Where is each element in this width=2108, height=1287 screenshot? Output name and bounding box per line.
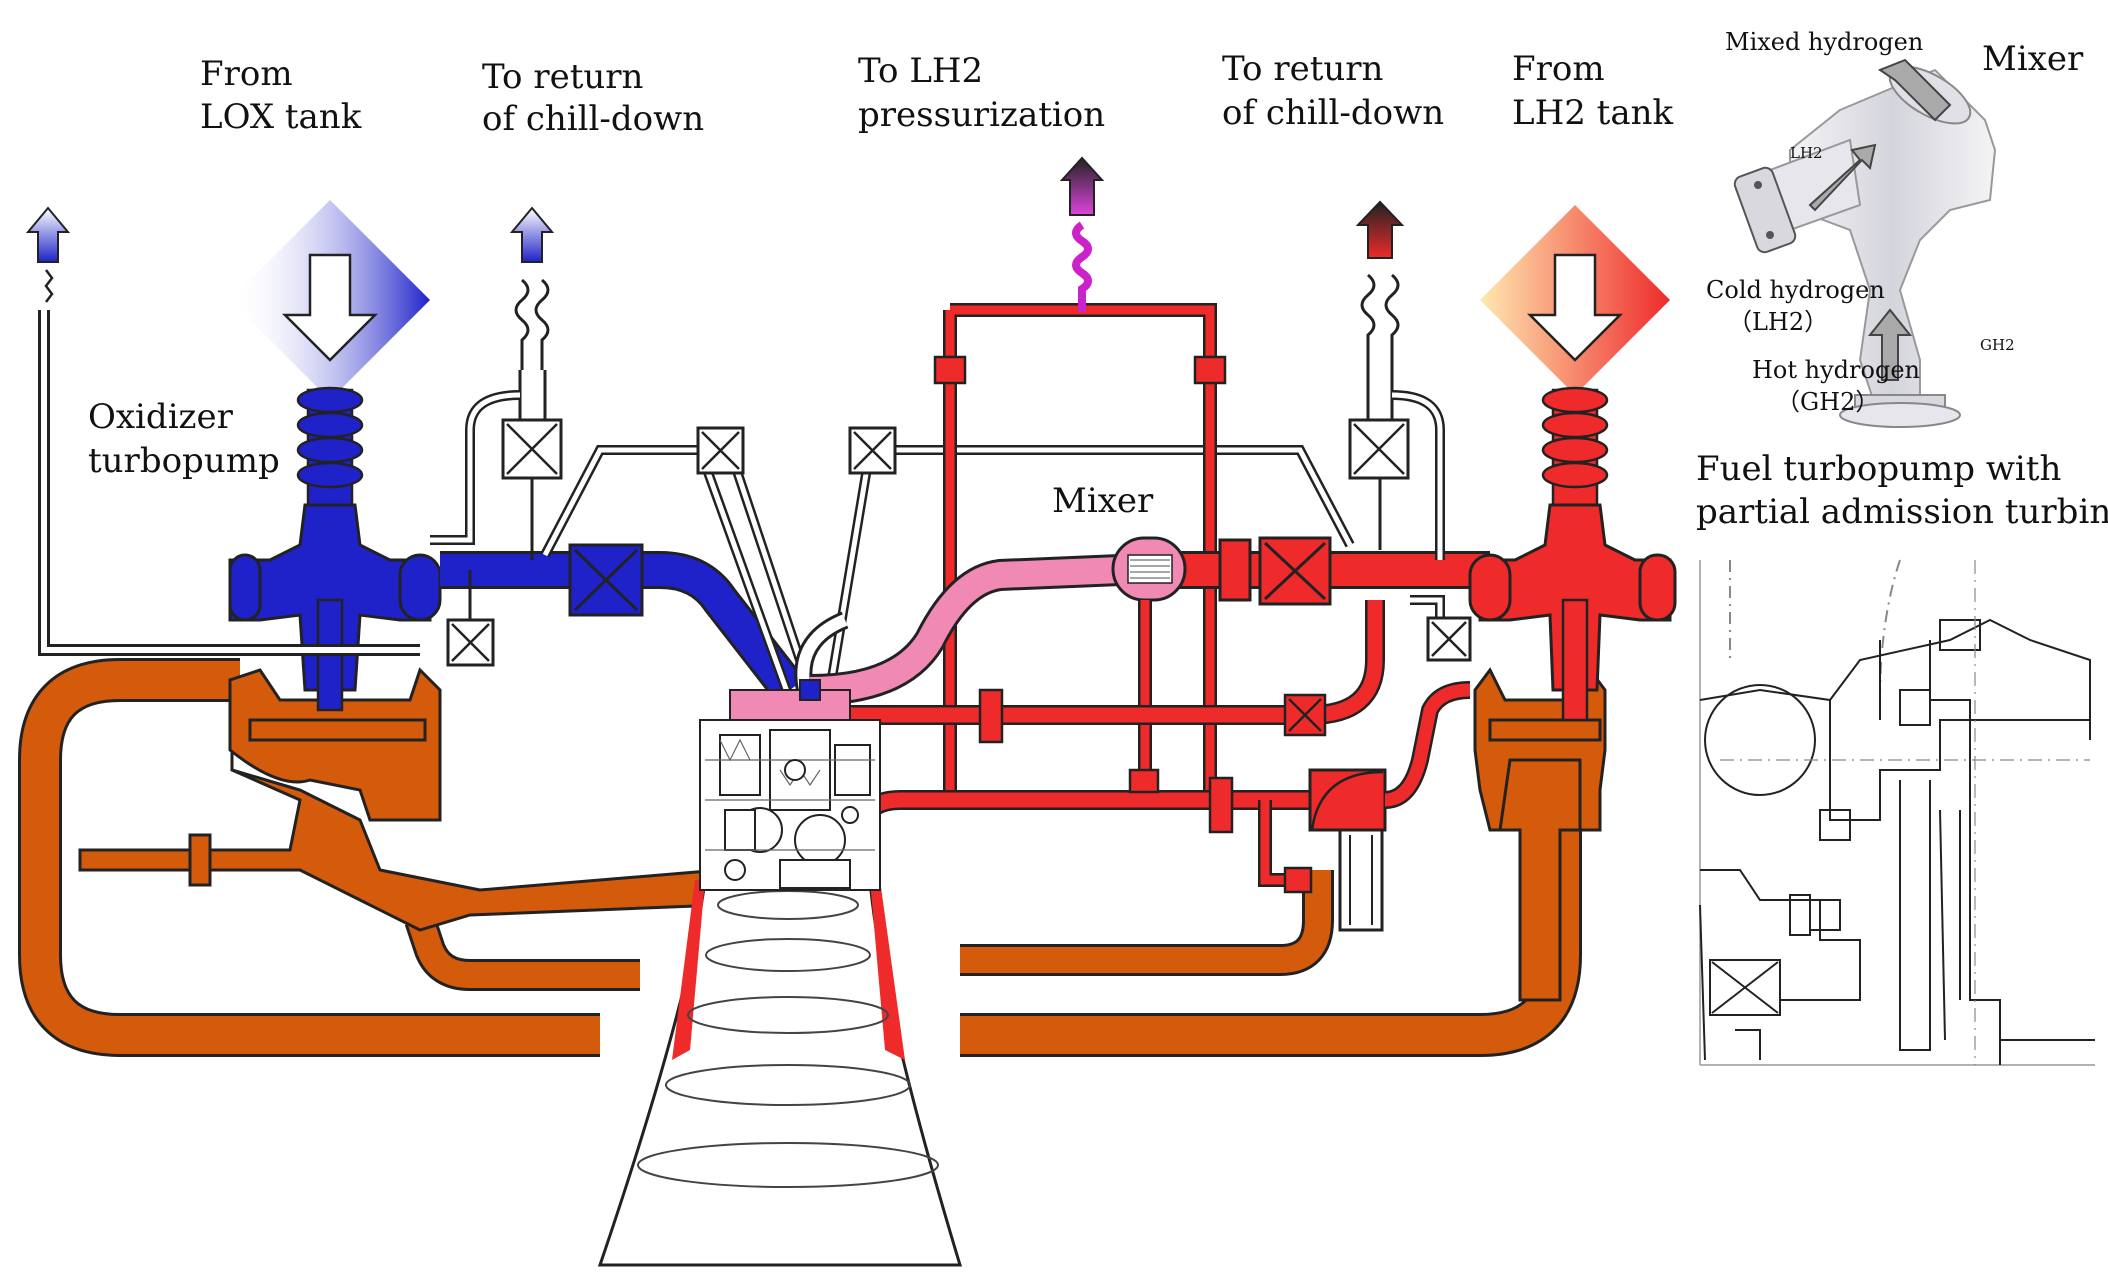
press-orifice-left	[933, 355, 967, 385]
lox-bellows	[296, 386, 364, 512]
lox-main-line	[440, 554, 803, 700]
lh2-turbopump-flange	[1488, 718, 1602, 742]
lh2-pump-right-cap	[1638, 553, 1677, 622]
lox-inlet-arrow-icon	[281, 253, 379, 362]
lh2-flange	[1218, 538, 1252, 602]
turbine-line-flange	[1208, 776, 1234, 834]
lox-turbine-housing	[78, 680, 722, 932]
turbine-control-valve	[1308, 768, 1387, 832]
label-from-lox-line2: LOX tank	[200, 97, 362, 137]
lh2-inlet-small-arrow-icon	[1808, 143, 1877, 212]
lox-system	[25, 200, 805, 712]
lh2-pump-left-cap	[1468, 553, 1512, 622]
label-lh2-press-line1: To LH2	[858, 51, 983, 91]
label-from-lh2-line1: From	[1512, 49, 1605, 89]
press-orifice-right	[1193, 355, 1227, 385]
lox-chilldown-arrow-icon	[509, 206, 555, 263]
lh2-bellows	[1541, 386, 1609, 512]
label-return-right-line1: To return	[1222, 49, 1383, 89]
label-return-left-line2: of chill-down	[482, 99, 704, 139]
label-from-lh2-line2: LH2 tank	[1512, 93, 1673, 133]
pneumatic-lines	[540, 445, 1460, 702]
inset-label-turbine-line2: partial admission turbine	[1696, 492, 2108, 532]
inset-label-mixed-hydrogen: Mixed hydrogen	[1725, 28, 1923, 56]
mixer-inset	[1733, 58, 1997, 428]
inset-label-gh2: GH2	[1980, 336, 2015, 354]
mixer-bypass-orifice	[1128, 768, 1160, 794]
lh2-press-arrow-icon	[1059, 156, 1105, 216]
lh2-turbopump-turbine	[1498, 758, 1582, 1002]
inset-label-hot-line2: （GH2）	[1776, 388, 1879, 416]
hot-gas-ducts	[18, 658, 1582, 1057]
label-return-right-line2: of chill-down	[1222, 93, 1444, 133]
label-from-lox-line1: From	[200, 54, 293, 94]
lox-pump-left-cap	[228, 553, 262, 622]
inset-label-lh2: LH2	[1790, 144, 1823, 162]
engine-nozzle	[597, 878, 963, 1267]
lh2-chilldown-arrow-icon	[1355, 200, 1405, 259]
inset-label-cold-line2: （LH2）	[1728, 308, 1828, 336]
label-oxidizer-line1: Oxidizer	[88, 397, 234, 437]
mixed-hydrogen-arrow-icon	[1877, 58, 1952, 122]
inset-label-cold-line1: Cold hydrogen	[1706, 276, 1885, 304]
engine-powerhead	[699, 679, 881, 891]
inset-label-mixer: Mixer	[1982, 39, 2084, 79]
inset-label-hot-line1: Hot hydrogen	[1752, 356, 1920, 384]
label-return-left-line1: To return	[482, 57, 643, 97]
label-mixer-center: Mixer	[1052, 481, 1154, 521]
lh2-pump-shaft	[1561, 598, 1589, 722]
diagram-labels: From LOX tank To return of chill-down To…	[88, 28, 2108, 532]
hot-gas-coupling	[188, 833, 212, 887]
lh2-inlet-arrow-icon	[1526, 253, 1624, 362]
inset-label-turbine-line1: Fuel turbopump with	[1696, 449, 2061, 489]
lox-pump-right-cap	[398, 553, 442, 622]
label-oxidizer-line2: turbopump	[88, 441, 280, 481]
lox-vent-arrow-icon	[25, 206, 71, 263]
label-lh2-press-line2: pressurization	[858, 95, 1105, 135]
turbine-cross-section-inset	[1699, 559, 2095, 1066]
lox-turbopump-flange	[248, 718, 427, 742]
mixed-hydrogen-line	[809, 557, 1121, 703]
gh2-inlet-small-arrow-icon	[1867, 308, 1913, 381]
valve-actuator	[1338, 828, 1384, 932]
lox-turbopump-base	[228, 667, 442, 822]
lh2-feed-flange	[978, 688, 1004, 744]
